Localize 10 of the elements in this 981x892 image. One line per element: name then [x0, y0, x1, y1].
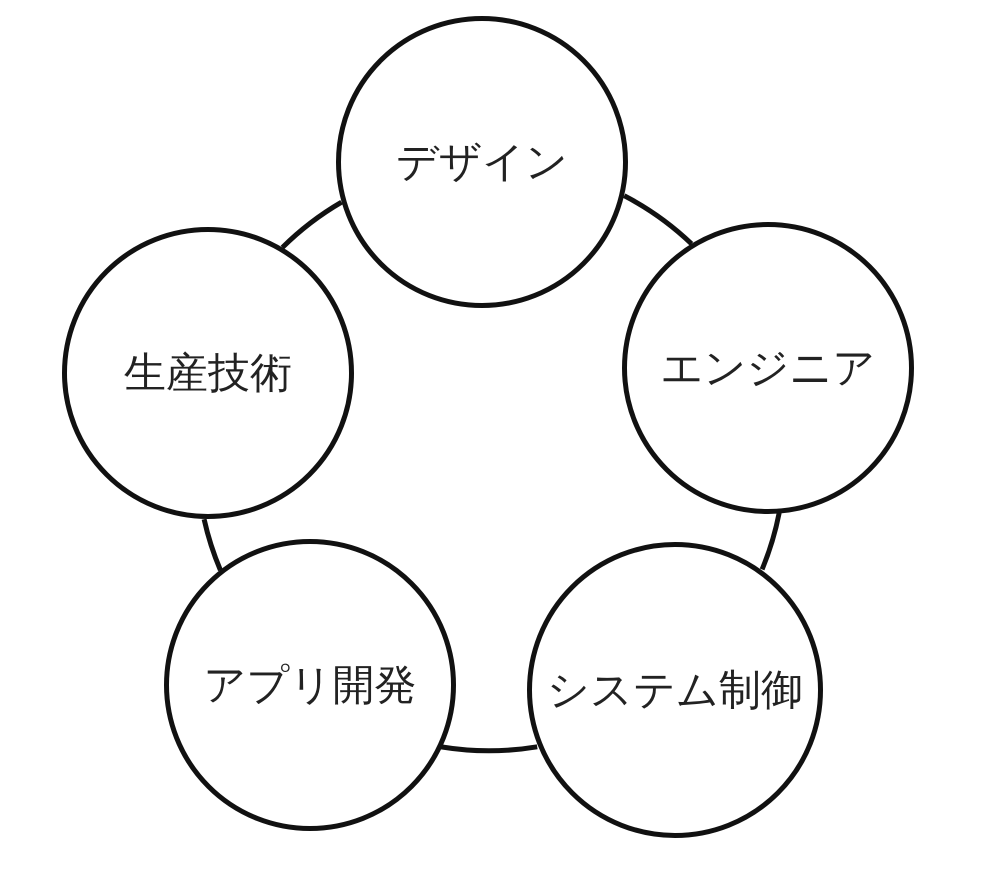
node-label: システム制御 — [547, 664, 803, 716]
connector-arc — [622, 194, 694, 246]
connector-arc — [280, 200, 343, 250]
node-label: 生産技術 — [124, 347, 292, 399]
connector-arc — [202, 518, 223, 572]
node-label: エンジニア — [660, 342, 876, 394]
connector-arc — [760, 512, 782, 570]
node-label: アプリ開発 — [204, 659, 416, 711]
node-label: デザイン — [396, 136, 568, 188]
connector-arc — [440, 744, 538, 754]
